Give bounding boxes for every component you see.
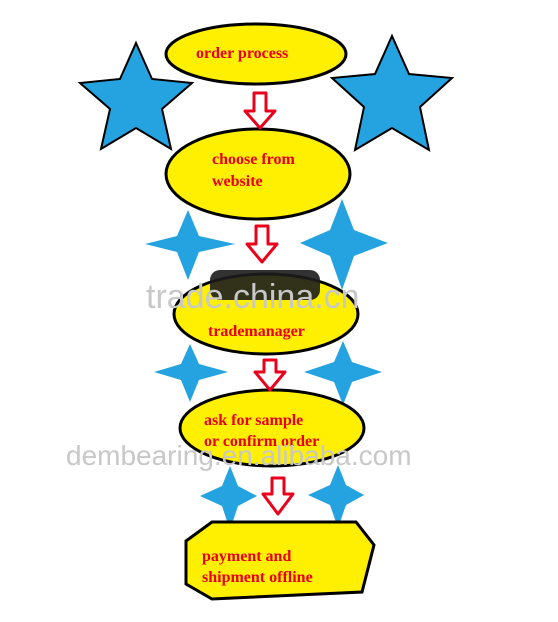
down-arrow-icon [261, 476, 295, 516]
sparkle-icon [300, 199, 388, 290]
sparkle-icon [304, 341, 382, 405]
sparkle-icon [154, 344, 228, 402]
sparkle-icon [308, 465, 364, 528]
down-arrow-icon [245, 224, 279, 264]
down-arrow-icon [243, 91, 277, 130]
label-order-process: order process [196, 45, 289, 62]
sparkle-icon [200, 466, 257, 530]
label-payment-shipment-line1: payment and [202, 548, 292, 565]
down-arrow-icon [253, 358, 287, 392]
label-ask-for-sample-line1: ask for sample [204, 412, 304, 429]
flow-arrows [243, 91, 295, 516]
sparkle-icon [145, 210, 235, 280]
label-trademanager: trademanager [208, 323, 305, 340]
label-ask-for-sample-line2: or confirm order [204, 433, 320, 450]
node-order-process [164, 22, 348, 86]
star-icon-left [77, 40, 195, 152]
label-choose-from-website-line2: website [212, 173, 263, 190]
watermark-trade-china: trade.china.cn [146, 278, 360, 316]
label-payment-shipment-line2: shipment offline [202, 569, 313, 586]
node-choose-from-website [164, 127, 352, 221]
node-payment-shipment [184, 520, 376, 601]
star-icon-right [329, 33, 455, 153]
node-ask-for-sample [178, 388, 366, 468]
blur-overlay [210, 270, 320, 300]
watermark-dembearing: dembearing.en.alibaba.com [66, 440, 412, 471]
sparkle-icons [145, 199, 388, 530]
label-choose-from-website-line1: choose from [212, 151, 295, 168]
